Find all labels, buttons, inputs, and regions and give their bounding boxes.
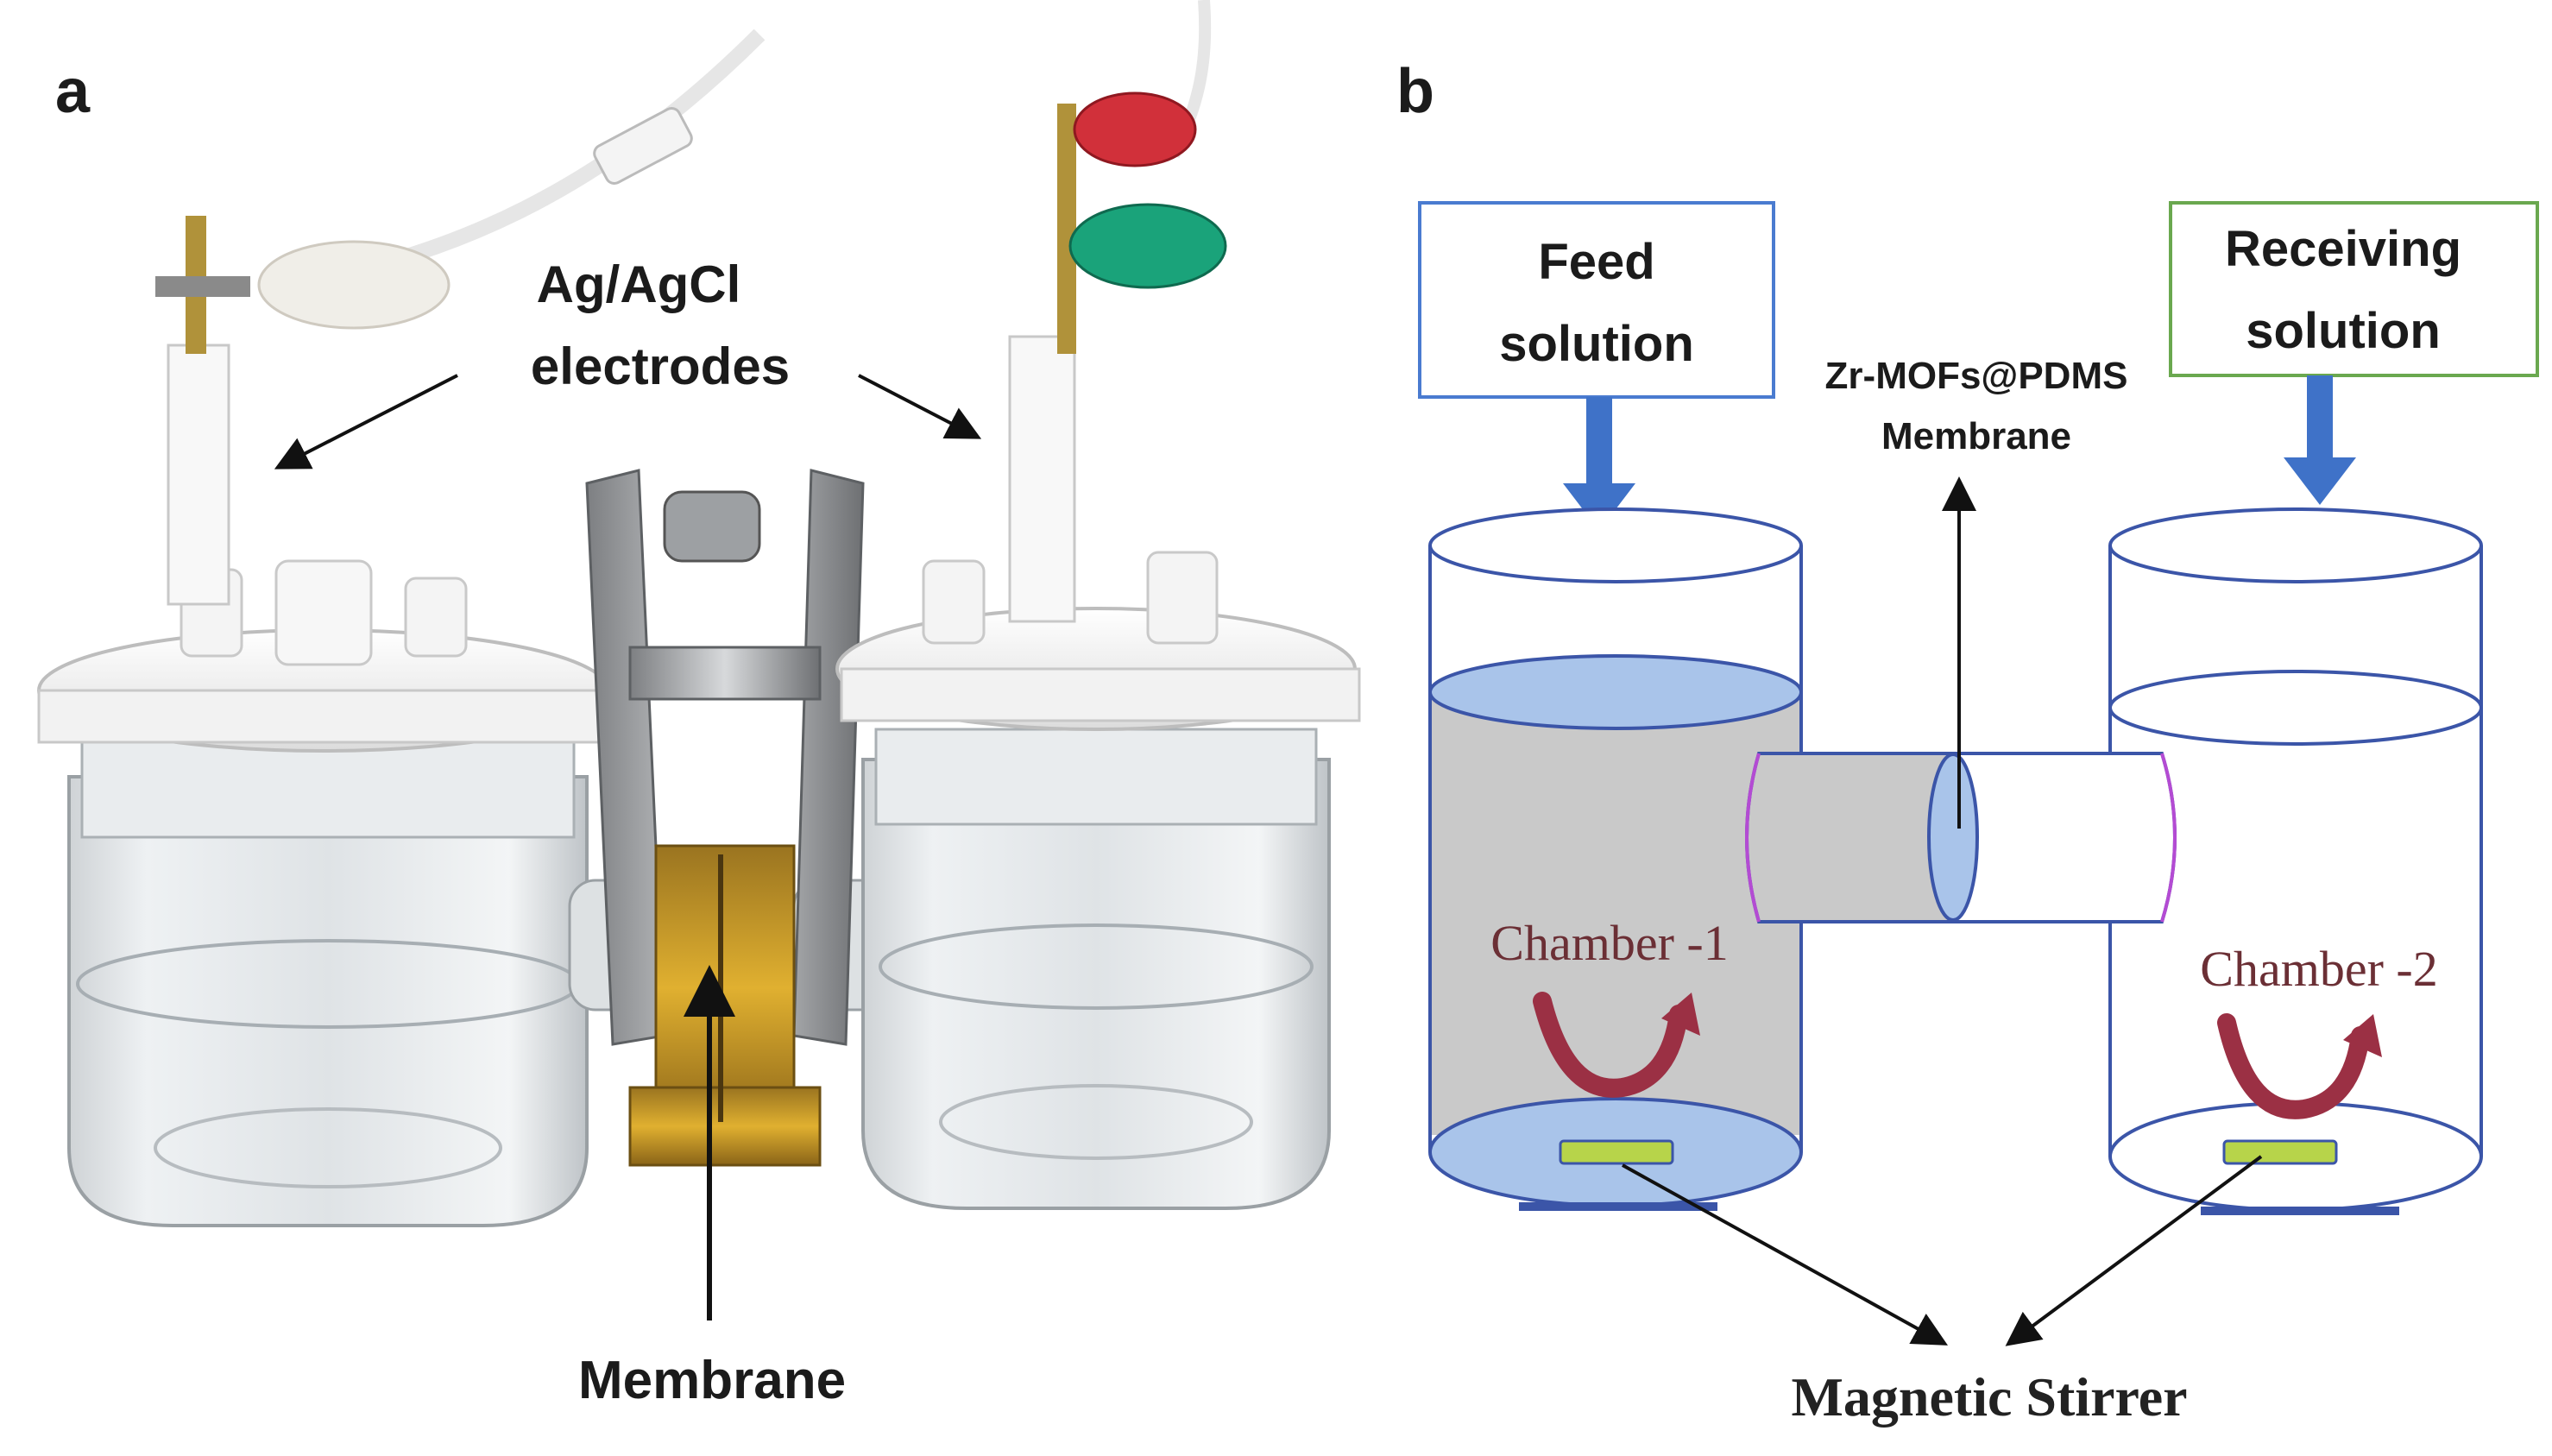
membrane-b-label-line2: Membrane [1881, 415, 2071, 457]
left-port-3 [404, 577, 468, 658]
clamp-screw [663, 490, 761, 563]
left-glass-thread [80, 741, 576, 839]
right-glass-cell [861, 758, 1331, 1210]
receiving-label-line1: Receiving [2225, 221, 2461, 277]
membrane-disc [1927, 753, 1979, 922]
chamber-1 [1428, 507, 1803, 1211]
clamp-cross-bar [628, 646, 822, 701]
electrode-arrow-right [858, 374, 982, 439]
stir-arrow-2 [2217, 1013, 2382, 1119]
stir-bar-1 [1559, 1139, 1674, 1165]
feed-down-arrow [1563, 397, 1635, 531]
right-port-2 [1146, 551, 1219, 645]
left-clip-bar [155, 276, 250, 297]
electrode-arrow-left [274, 374, 458, 470]
right-water-level [879, 923, 1314, 1010]
tube-gray-half [1745, 752, 1955, 923]
tube-white-half [1951, 752, 2177, 923]
right-glass-thread [874, 728, 1318, 826]
right-cap-rim [840, 667, 1361, 722]
chamber-1-liquid [1430, 690, 1801, 1135]
membrane-b-label-line1: Zr-MOFs@PDMS [1825, 355, 2128, 397]
right-electrode-body [1008, 335, 1076, 623]
feed-label-line1: Feed [1538, 234, 1654, 290]
chamber-2-label: Chamber -2 [2200, 941, 2437, 997]
chamber-1-foot [1519, 1202, 1717, 1211]
chamber-2-foot [2201, 1207, 2399, 1215]
stir-bar-2 [2222, 1139, 2338, 1165]
white-clip [257, 240, 451, 330]
chamber-2 [2108, 507, 2483, 1215]
left-cap-rim [37, 689, 610, 744]
electrochemical-cell-photo [37, 0, 1361, 1227]
chamber-1-top-rim [1428, 507, 1803, 583]
feed-label-line2: solution [1499, 316, 1694, 372]
tube-left-end [1745, 753, 1761, 923]
left-cell-base [154, 1107, 502, 1188]
electrodes-label-line2: electrodes [531, 337, 790, 395]
chamber-2-liquid-level [2108, 670, 2483, 746]
receiving-solution-box [2169, 201, 2539, 377]
stir-arrow-1 [1533, 992, 1700, 1098]
right-cell-base [939, 1084, 1253, 1160]
connecting-tube [1745, 752, 2177, 923]
stirrer-arrow-1 [1622, 1163, 1948, 1346]
panel-b-letter: b [1396, 57, 1434, 126]
membrane-holder-base [628, 1086, 822, 1167]
green-clip [1068, 203, 1227, 289]
stirrer-arrow-2 [2005, 1155, 2263, 1346]
panel-a-letter: a [55, 57, 91, 126]
right-port-1 [922, 559, 986, 645]
chamber-1-liquid-surface [1428, 654, 1803, 730]
magnetic-stirrer-label: Magnetic Stirrer [1791, 1366, 2187, 1428]
cable-plug [593, 107, 693, 185]
left-port-2 [274, 559, 373, 666]
electrodes-label-line1: Ag/AgCl [537, 255, 741, 313]
chamber-2-top-rim [2108, 507, 2483, 583]
left-glass-cell [67, 775, 589, 1227]
chamber-1-label: Chamber -1 [1490, 915, 1728, 971]
red-clip [1073, 91, 1197, 167]
receiving-label-line2: solution [2246, 303, 2441, 359]
tube-right-end [2160, 753, 2177, 923]
receiving-down-arrow [2284, 375, 2356, 505]
left-electrode-body [167, 344, 230, 606]
right-electrode-pin [1057, 104, 1076, 354]
panel-b: b Feed solution Receiving solution [1396, 57, 2539, 1428]
panel-a: a [37, 0, 1361, 1410]
membrane-label: Membrane [578, 1351, 846, 1410]
feed-solution-box [1418, 201, 1775, 399]
